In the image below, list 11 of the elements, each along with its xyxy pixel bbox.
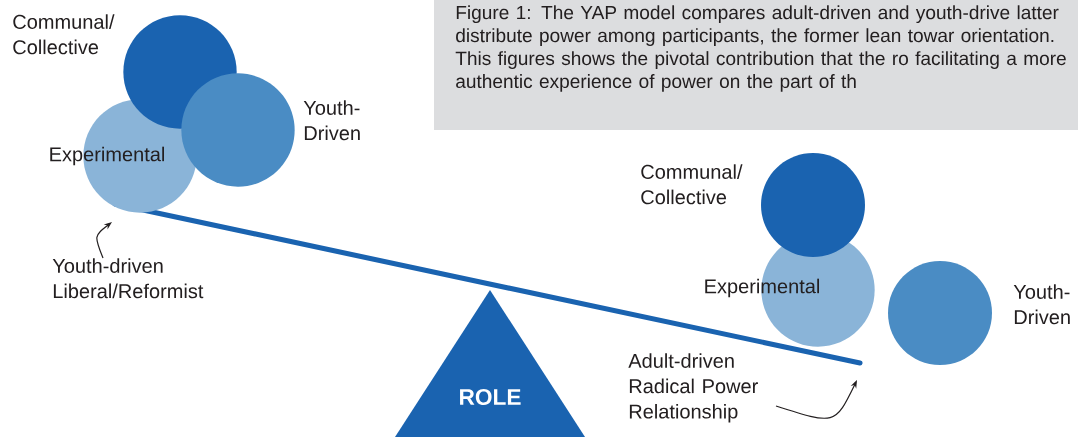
circle-label: Experimental [705, 278, 819, 298]
annotation-text: Youth-driven Liberal/Reformist [52, 258, 204, 299]
circle-label: Communal/ Collective [13, 14, 115, 55]
circle-label: Youth- Driven [1013, 284, 1070, 325]
leader-arrow [775, 380, 857, 419]
annotation-text: Adult-driven Radical Power Relationship [628, 353, 758, 423]
leader-arrow [96, 222, 112, 259]
fulcrum-triangle: ROLE [395, 290, 585, 437]
circle-label: Youth- Driven [303, 100, 360, 141]
caption-box: Figure 1: The YAP model compares adult-driven and youth-drive latter distribute power among participants, the former lean towar orientation. This figures shows the pivotal contribution that the ro facilitating a more authentic experience of power on the part of th [434, 0, 1078, 130]
circle-label: Communal/ Collective [641, 164, 743, 205]
